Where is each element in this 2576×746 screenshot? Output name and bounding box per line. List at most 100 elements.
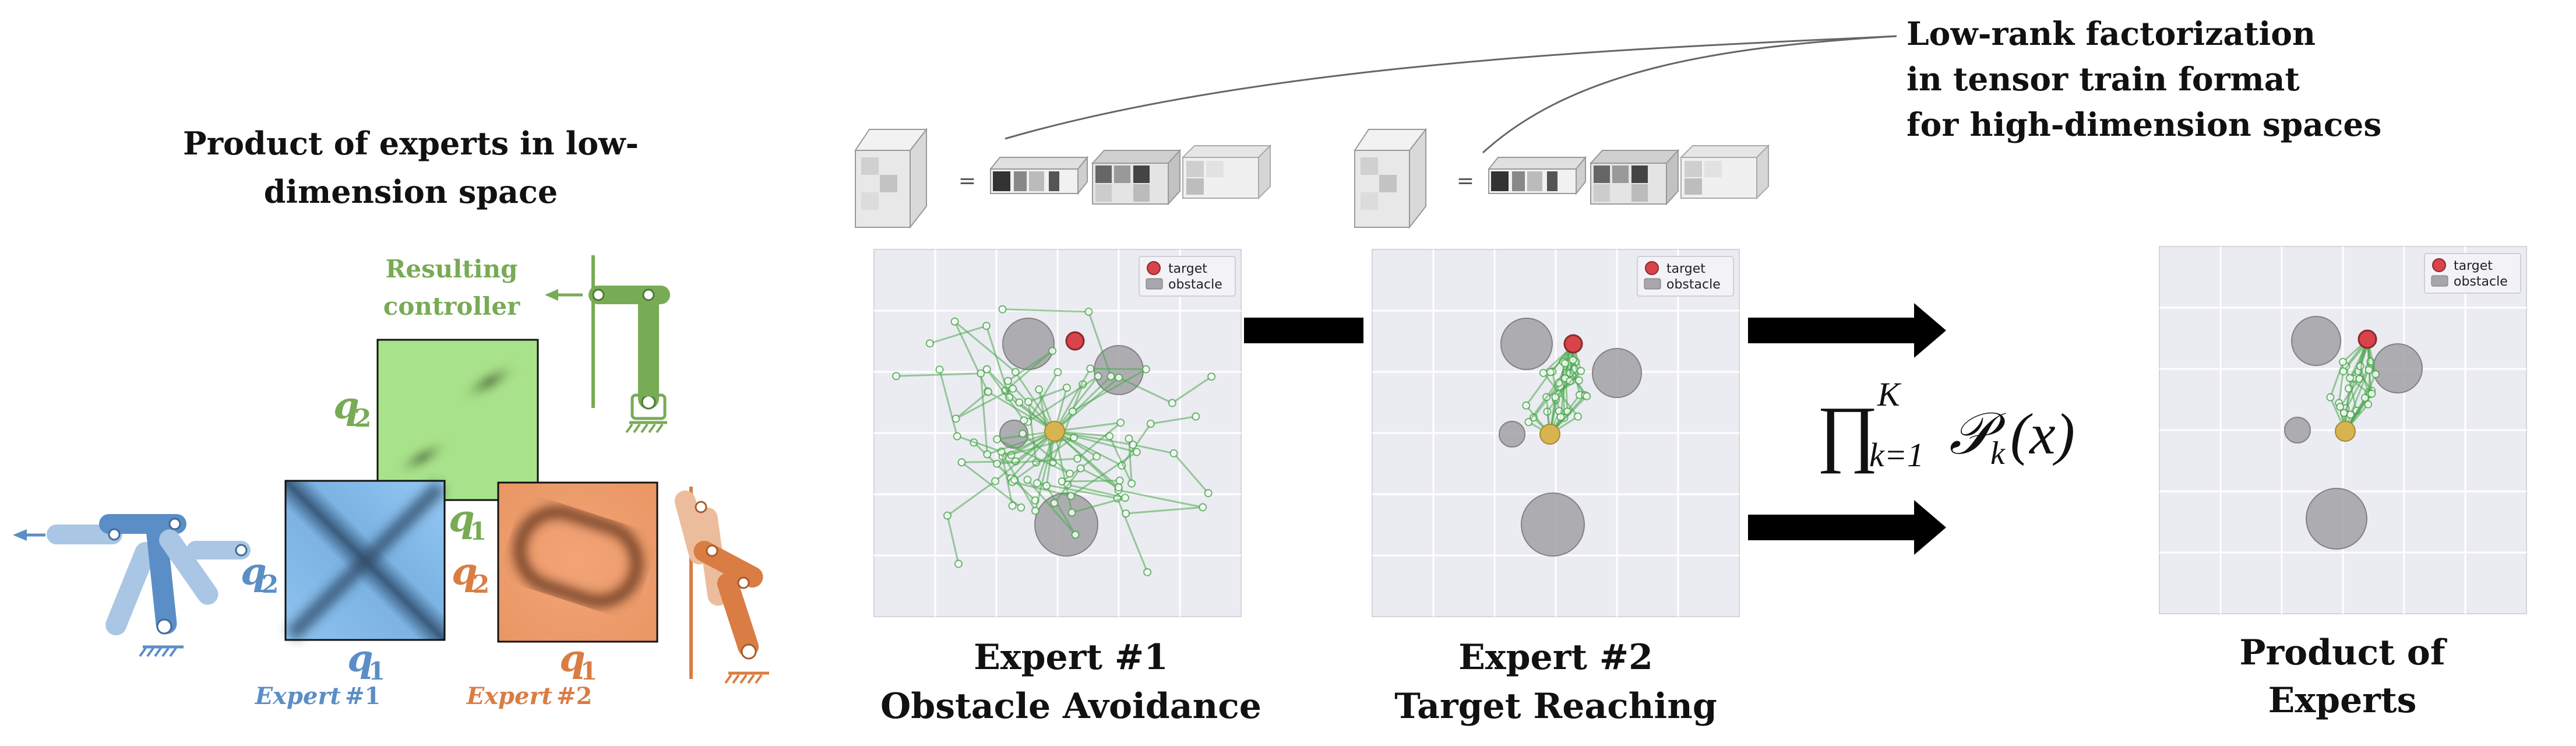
legend-obstacle-label: obstacle [1168, 277, 1222, 292]
robot-joint [953, 432, 961, 441]
robot-joint [998, 305, 1007, 314]
resulting-controller-label-line2: controller [383, 292, 520, 321]
robot-joint [1569, 356, 1577, 364]
obstacle-circle [1500, 318, 1553, 370]
robot-joint [1062, 383, 1071, 392]
blue-robot-arm-icon [13, 514, 251, 657]
legend-target-label: target [1168, 262, 1207, 276]
svg-text:q: q [347, 637, 373, 681]
robot-link [1002, 308, 1112, 432]
tensor-core-3 [1181, 144, 1272, 200]
robot-link [2329, 337, 2370, 432]
expert1-caption: Expert #1 [255, 682, 381, 710]
legend-box [2424, 253, 2521, 294]
robot-joint [1116, 418, 1125, 427]
product-formula: ∏ K k=1 𝒫 k (x) [1817, 375, 2075, 474]
robot-link [1005, 350, 1056, 432]
robot-joint [1042, 481, 1051, 490]
robot-joint [1053, 368, 1062, 376]
tensor-core-2 [1091, 149, 1182, 206]
svg-text:#2: #2 [556, 682, 592, 710]
robot-joint [991, 477, 1000, 485]
target-marker [2357, 329, 2377, 349]
svg-text:Expert: Expert [255, 682, 341, 710]
robot-joint [950, 317, 959, 326]
robot-joint [1106, 372, 1115, 381]
svg-text:=: = [1457, 169, 1474, 193]
robot-joint [2360, 393, 2369, 402]
robot-joint [1583, 392, 1591, 400]
robot-joint [1071, 530, 1080, 539]
expert2-caption: Expert #2 [466, 682, 593, 710]
obstacle-circle [2284, 417, 2311, 444]
panel2-caption-line1: Expert #2 [1458, 637, 1653, 678]
robot-joint [2371, 370, 2380, 379]
svg-text:∏: ∏ [1817, 391, 1878, 474]
robot-link [2344, 337, 2377, 432]
legend-obstacle-swatch [1644, 278, 1661, 290]
robot-joint [1094, 372, 1102, 381]
robot-joint [1035, 385, 1044, 394]
robot-joint [1009, 384, 1017, 393]
robot-joint [2336, 402, 2345, 411]
svg-text:q: q [452, 550, 478, 594]
robot-joint [1066, 492, 1075, 501]
robot-joint [2326, 393, 2335, 402]
robot-link [1053, 430, 1119, 504]
robot-joint [1146, 420, 1155, 428]
robot-joint [1084, 307, 1093, 316]
tensor-train-illustration-1: = [854, 128, 1272, 229]
robot-joint [1024, 397, 1032, 406]
robot-link [896, 372, 1055, 456]
green-robot-arm-icon [545, 255, 670, 434]
target-marker [1563, 334, 1583, 354]
obstacle-circle [1521, 492, 1585, 557]
arrow-lower [1748, 500, 1946, 555]
tensor-note-line3: for high-dimension spaces [1907, 105, 2381, 143]
expert1-heatmap [284, 480, 446, 641]
svg-text:#1: #1 [345, 682, 380, 710]
arrow-upper [1748, 303, 1946, 358]
orange-axis-q1-label: q 1 [559, 637, 597, 685]
svg-text:1: 1 [470, 517, 487, 546]
robot-link [986, 368, 1055, 432]
robot-link [996, 421, 1124, 465]
robot-joint [1192, 412, 1200, 421]
robot-joint [1122, 509, 1130, 518]
orange-robot-arm-icon [674, 487, 769, 684]
svg-text:2: 2 [262, 570, 279, 599]
robot-base [1044, 421, 1065, 442]
robot-joint [1115, 476, 1124, 485]
robot-joint [2367, 389, 2376, 398]
obstacle-circle [1094, 345, 1144, 395]
robot-joint [1086, 364, 1095, 373]
robot-joint [1017, 503, 1026, 512]
svg-text:=: = [958, 169, 976, 193]
robot-joint [954, 560, 963, 568]
robot-base [2335, 421, 2356, 442]
robot-base [1539, 424, 1560, 445]
robot-joint [1143, 568, 1152, 576]
svg-text:k: k [1990, 435, 2006, 471]
robot-joint [2346, 374, 2355, 382]
robot-link [955, 388, 1055, 432]
svg-text:q: q [559, 637, 586, 681]
robot-joint [1551, 393, 1560, 402]
obstacle-circle [2291, 316, 2341, 366]
robot-joint [1015, 398, 1024, 407]
robot-joint [1132, 448, 1141, 456]
robot-joint [1125, 434, 1133, 443]
robot-joint [1169, 449, 1178, 458]
robot-link [1549, 344, 1582, 435]
robot-joint [1573, 412, 1582, 421]
robot-joint [1199, 503, 1207, 512]
robot-joint [1020, 416, 1028, 425]
robot-link [929, 325, 1055, 432]
robot-link [1054, 375, 1212, 432]
robot-joint [892, 372, 901, 381]
robot-joint [1556, 413, 1565, 421]
robot-link [2344, 339, 2373, 432]
